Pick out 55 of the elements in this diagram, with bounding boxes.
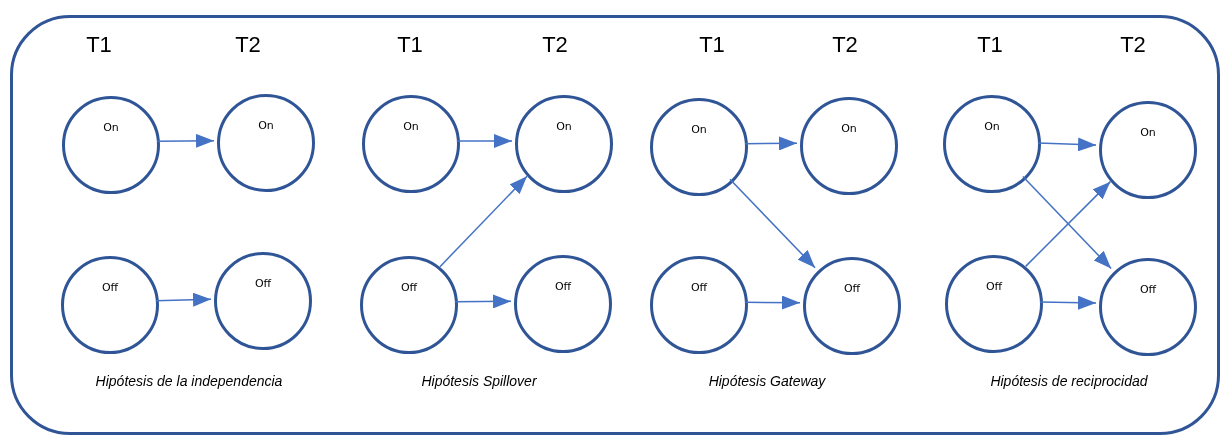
arrow xyxy=(156,133,215,148)
state-label: Off xyxy=(690,281,708,294)
arrow xyxy=(744,136,798,151)
state-label: Off xyxy=(400,281,418,294)
state-label: Off xyxy=(985,280,1003,293)
arrow xyxy=(155,292,212,307)
arrow xyxy=(1039,295,1097,310)
state-label: On xyxy=(841,122,857,135)
state-circle xyxy=(650,256,748,354)
rounded-frame xyxy=(10,15,1220,435)
state-circle xyxy=(61,256,159,354)
time-heading: T1 xyxy=(397,32,423,58)
arrow xyxy=(1037,137,1097,152)
state-circle xyxy=(1099,258,1197,356)
state-label: Off xyxy=(1139,283,1157,296)
state-circle xyxy=(62,96,160,194)
state-circle xyxy=(515,95,613,193)
state-circle xyxy=(217,94,315,192)
time-heading: T2 xyxy=(235,32,261,58)
state-circle xyxy=(943,95,1041,193)
hypothesis-caption: Hipótesis Gateway xyxy=(708,373,826,389)
state-label: Off xyxy=(843,282,861,295)
state-label: Off xyxy=(554,280,572,293)
state-circle xyxy=(800,97,898,195)
hypothesis-caption: Hipótesis Spillover xyxy=(421,373,537,389)
state-circle xyxy=(803,257,901,355)
time-heading: T2 xyxy=(1120,32,1146,58)
state-label: On xyxy=(1140,126,1156,139)
time-heading: T2 xyxy=(542,32,568,58)
state-label: Off xyxy=(101,281,119,294)
hypothesis-caption: Hipótesis de reciprocidad xyxy=(990,373,1148,389)
state-label: On xyxy=(403,120,419,133)
time-heading: T1 xyxy=(977,32,1003,58)
arrow xyxy=(729,178,816,269)
state-circle xyxy=(945,255,1043,353)
state-label: On xyxy=(691,123,707,136)
state-label: On xyxy=(258,119,274,132)
state-circle xyxy=(1099,101,1197,199)
state-circle xyxy=(514,255,612,353)
arrow xyxy=(744,295,801,310)
time-heading: T1 xyxy=(86,32,112,58)
state-label: On xyxy=(103,121,119,134)
state-label: On xyxy=(556,120,572,133)
arrow xyxy=(454,294,512,309)
state-circle xyxy=(362,95,460,193)
state-circle xyxy=(214,252,312,350)
arrow xyxy=(456,134,513,148)
state-circle xyxy=(650,98,748,196)
state-circle xyxy=(360,256,458,354)
state-label: Off xyxy=(254,277,272,290)
arrow xyxy=(439,175,528,268)
hypothesis-caption: Hipótesis de la independencia xyxy=(95,373,283,389)
state-label: On xyxy=(984,120,1000,133)
time-heading: T2 xyxy=(832,32,858,58)
time-heading: T1 xyxy=(699,32,725,58)
